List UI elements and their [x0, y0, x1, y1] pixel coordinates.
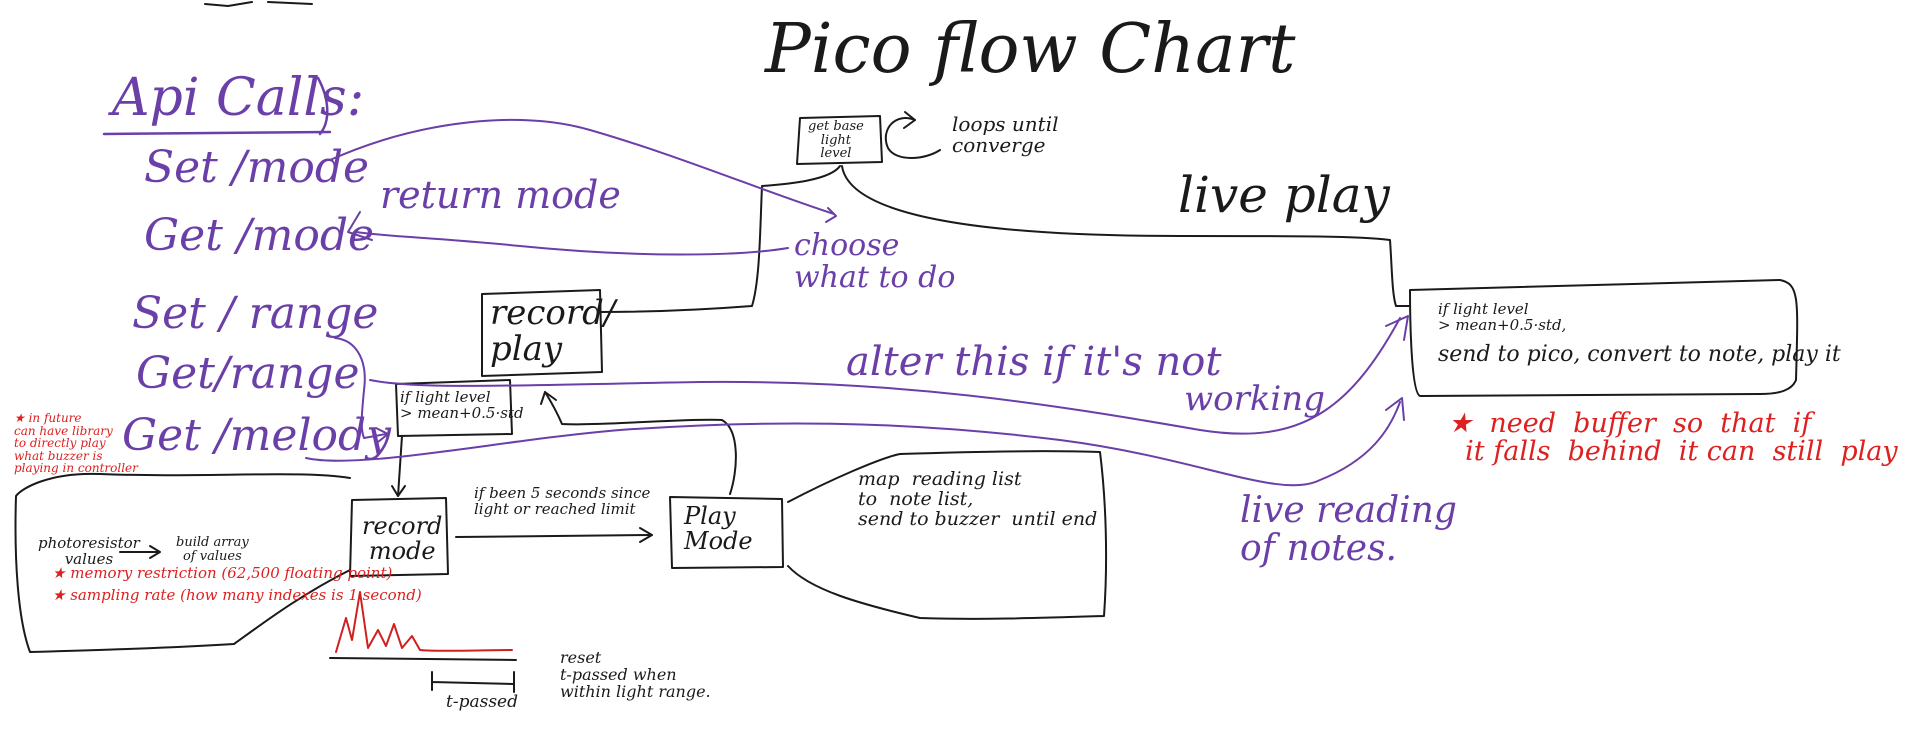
photoresistor-arrowhead	[149, 545, 161, 559]
play-mode-box	[669, 496, 784, 569]
recording-region	[14, 472, 351, 653]
api-getmelody-arrowhead	[1385, 397, 1405, 421]
transition-label: if been 5 seconds since light or reached…	[474, 484, 651, 518]
record-play-box	[481, 289, 603, 377]
return-mode-arrowhead	[347, 211, 373, 241]
alter-label: alter this if it's not	[846, 339, 1222, 385]
threshold-label: if light level > mean+0.5·std	[400, 388, 524, 422]
api-call-get-range: Get/range	[136, 348, 360, 399]
record-play-label: record/ play	[490, 293, 616, 369]
working-label: working	[1184, 379, 1325, 419]
memory-note: ★ memory restriction (62,500 floating po…	[52, 564, 393, 582]
api-heading-underline	[102, 76, 332, 136]
api-call-set-mode: Set /mode	[144, 142, 370, 193]
future-note: ★ in future can have library to directly…	[14, 411, 138, 476]
connector-threshold-to-record	[397, 435, 403, 497]
arrowhead-record-to-play	[639, 527, 653, 543]
reset-label: reset t-passed when within light range.	[560, 648, 711, 701]
api-choose-arrowhead	[825, 207, 837, 223]
page-title: Pico flow Chart	[765, 10, 1296, 89]
api-setrange-arrowhead	[375, 427, 389, 443]
api-heading: Api Calls:	[112, 68, 365, 128]
live-reading-label: live reading of notes.	[1240, 490, 1457, 569]
top-scribble	[204, 1, 313, 7]
connector-base-to-record-play	[599, 165, 841, 313]
loop-arrow	[884, 117, 941, 159]
api-getrange-link	[369, 317, 1401, 435]
play-region	[787, 450, 1108, 620]
api-call-get-melody: Get /melody	[122, 410, 392, 461]
choose-label: choose what to do	[794, 228, 956, 295]
api-choose-link	[355, 231, 789, 256]
api-call-get-mode: Get /mode	[144, 210, 375, 261]
build-array-label: build array of values	[176, 535, 249, 564]
connector-play-back	[544, 391, 737, 495]
t-passed-bracket	[431, 671, 515, 693]
arrowhead-threshold-to-record	[391, 485, 406, 497]
buffer-note: ★ need buffer so that if it falls behind…	[1448, 408, 1898, 468]
connector-record-to-play	[455, 534, 653, 538]
live-play-label: live play	[1178, 166, 1390, 224]
base-light-label: get base light level	[808, 119, 864, 162]
threshold-box	[395, 379, 513, 437]
connector-base-to-live	[841, 165, 1411, 307]
api-call-set-range: Set / range	[132, 288, 379, 339]
sampling-note: ★ sampling rate (how many indexes is 1 s…	[52, 586, 422, 604]
record-mode-label: record mode	[362, 512, 443, 566]
api-setrange-link	[334, 337, 387, 439]
arrowhead-play-back	[540, 391, 557, 405]
loops-label: loops until converge	[952, 112, 1059, 157]
api-getrange-arrowhead	[1385, 315, 1409, 341]
loop-arrowhead	[903, 111, 916, 129]
t-passed-label: t-passed	[446, 692, 518, 712]
live-play-box	[1409, 279, 1799, 397]
base-light-box	[796, 115, 883, 165]
record-mode-box	[349, 497, 449, 577]
api-getmelody-link	[305, 401, 1401, 487]
live-box-action: send to pico, convert to note, play it	[1438, 342, 1841, 367]
light-graph-baseline	[329, 657, 517, 661]
live-box-condition: if light level > mean+0.5·std,	[1438, 300, 1567, 334]
api-setmode-link	[329, 119, 835, 215]
return-mode-label: return mode	[380, 173, 621, 217]
light-graph-signal	[335, 591, 513, 653]
photoresistor-label: photoresistor values	[38, 534, 140, 568]
map-list-label: map reading list to note list, send to b…	[858, 468, 1098, 530]
play-mode-label: Play Mode	[684, 502, 753, 556]
